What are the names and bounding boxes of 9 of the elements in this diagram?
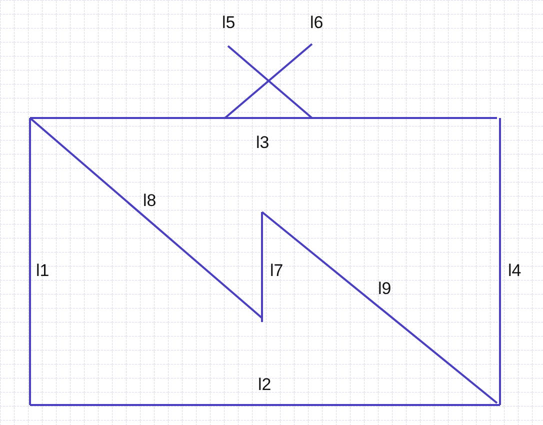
line-label: l2 <box>258 376 272 393</box>
line-label: l5 <box>222 14 236 31</box>
line-label: l7 <box>270 262 284 279</box>
line-label: l8 <box>143 192 156 209</box>
line-label: l1 <box>36 262 50 279</box>
line-label: l9 <box>378 280 392 297</box>
line-label: l4 <box>508 262 522 279</box>
line-label: l6 <box>310 14 324 31</box>
line-label: l3 <box>256 134 270 151</box>
